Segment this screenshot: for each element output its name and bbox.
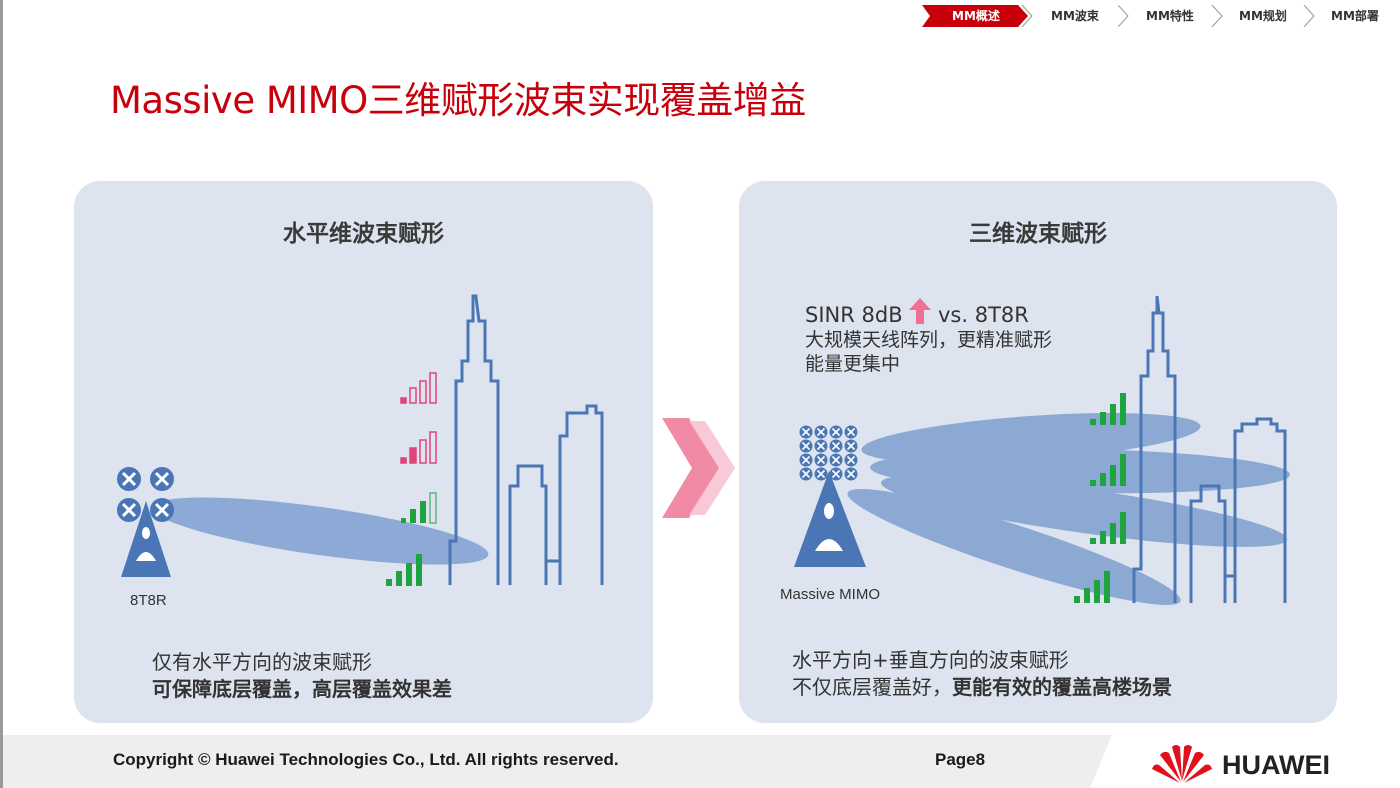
3d-beamforming-panel: 三维波束赋形 SINR 8dB vs. 8T8R 大规模天线阵列，更精准赋形 能… [739,181,1337,723]
huawei-brand-text: HUAWEI [1222,750,1330,780]
right-description-line1: 水平方向+垂直方向的波束赋形 [792,648,1069,672]
antenna-element-cross [831,427,841,437]
right-description-line2-normal: 不仅底层覆盖好， [792,675,952,699]
horizontal-beamforming-panel: 水平维波束赋形 [74,181,653,723]
page-number: Page8 [935,750,986,769]
antenna-element-cross [816,455,826,465]
left-description: 仅有水平方向的波束赋形 可保障底层覆盖，高层覆盖效果差 [152,649,452,703]
antenna-element-cross [846,455,856,465]
signal-bars-icon-beam-4 [1074,571,1110,603]
left-panel-title: 水平维波束赋形 [283,221,444,247]
antenna-element-cross [831,441,841,451]
breadcrumb-item-features[interactable]: MM特性 [1146,9,1194,23]
copyright-text: Copyright © Huawei Technologies Co., Ltd… [113,750,619,769]
left-description-line2: 可保障底层覆盖，高层覆盖效果差 [152,677,452,701]
breadcrumb-item-deployment[interactable]: MM部署 [1331,9,1379,23]
building-outline-icon [448,294,604,585]
antenna-element-cross [801,441,811,451]
breadcrumb-item-planning[interactable]: MM规划 [1239,9,1287,23]
signal-bars-icon-beam-1 [1090,393,1126,425]
antenna-element-cross [801,469,811,479]
sinr-line2: 大规模天线阵列，更精准赋形 [805,329,1053,351]
antenna-element-cross [846,441,856,451]
signal-bars-icon-beam-3 [1090,512,1126,544]
antenna-element-cross [846,469,856,479]
signal-bars-icon-medium [401,492,437,524]
page-title: Massive MIMO三维赋形波束实现覆盖增益 [110,79,806,122]
right-panel-title: 三维波束赋形 [969,221,1107,247]
antenna-element-cross [816,441,826,451]
antenna-element-cross [816,427,826,437]
3d-beamforming-illustration [794,295,1290,605]
sinr-gain-line: SINR 8dB vs. 8T8R [805,298,1029,327]
antenna-element-cross [816,469,826,479]
left-antenna-label: 8T8R [130,592,167,609]
building-outline-icon [1132,295,1287,603]
signal-bars-icon-weak-mid [400,431,437,464]
signal-bars-icon-beam-2 [1090,454,1126,486]
horizontal-beam [151,497,489,565]
sinr-suffix: vs. 8T8R [937,303,1029,327]
sinr-description: 大规模天线阵列，更精准赋形 能量更集中 [805,328,1052,376]
antenna-tower-icon [794,425,866,567]
antenna-element-cross [801,455,811,465]
right-antenna-label: Massive MIMO [780,586,881,603]
beam-3 [880,475,1288,547]
breadcrumb-item-overview[interactable]: MM概述 [952,9,1000,23]
breadcrumb-background [922,5,1315,27]
antenna-tower-icon [117,467,174,577]
signal-bars-icon-strong [386,554,422,586]
antenna-element-cross [831,469,841,479]
right-description: 水平方向+垂直方向的波束赋形 不仅底层覆盖好，更能有效的覆盖高楼场景 [792,647,1172,701]
antenna-element-cross [831,455,841,465]
left-edge-line [0,0,3,788]
huawei-logo-icon [1152,745,1212,783]
sinr-line3: 能量更集中 [805,353,901,375]
antenna-element-cross [846,427,856,437]
left-description-line1: 仅有水平方向的波束赋形 [152,650,372,674]
horizontal-beamforming-illustration [117,294,604,586]
breadcrumb-item-beam[interactable]: MM波束 [1051,9,1099,23]
antenna-element-cross [801,427,811,437]
sinr-prefix: SINR 8dB [805,303,903,327]
double-chevron-icon [662,418,735,518]
signal-bars-icon-weak-top [400,372,437,404]
right-description-line2-bold: 更能有效的覆盖高楼场景 [952,675,1172,699]
up-arrow-icon [909,298,932,324]
beam-4 [847,489,1181,605]
